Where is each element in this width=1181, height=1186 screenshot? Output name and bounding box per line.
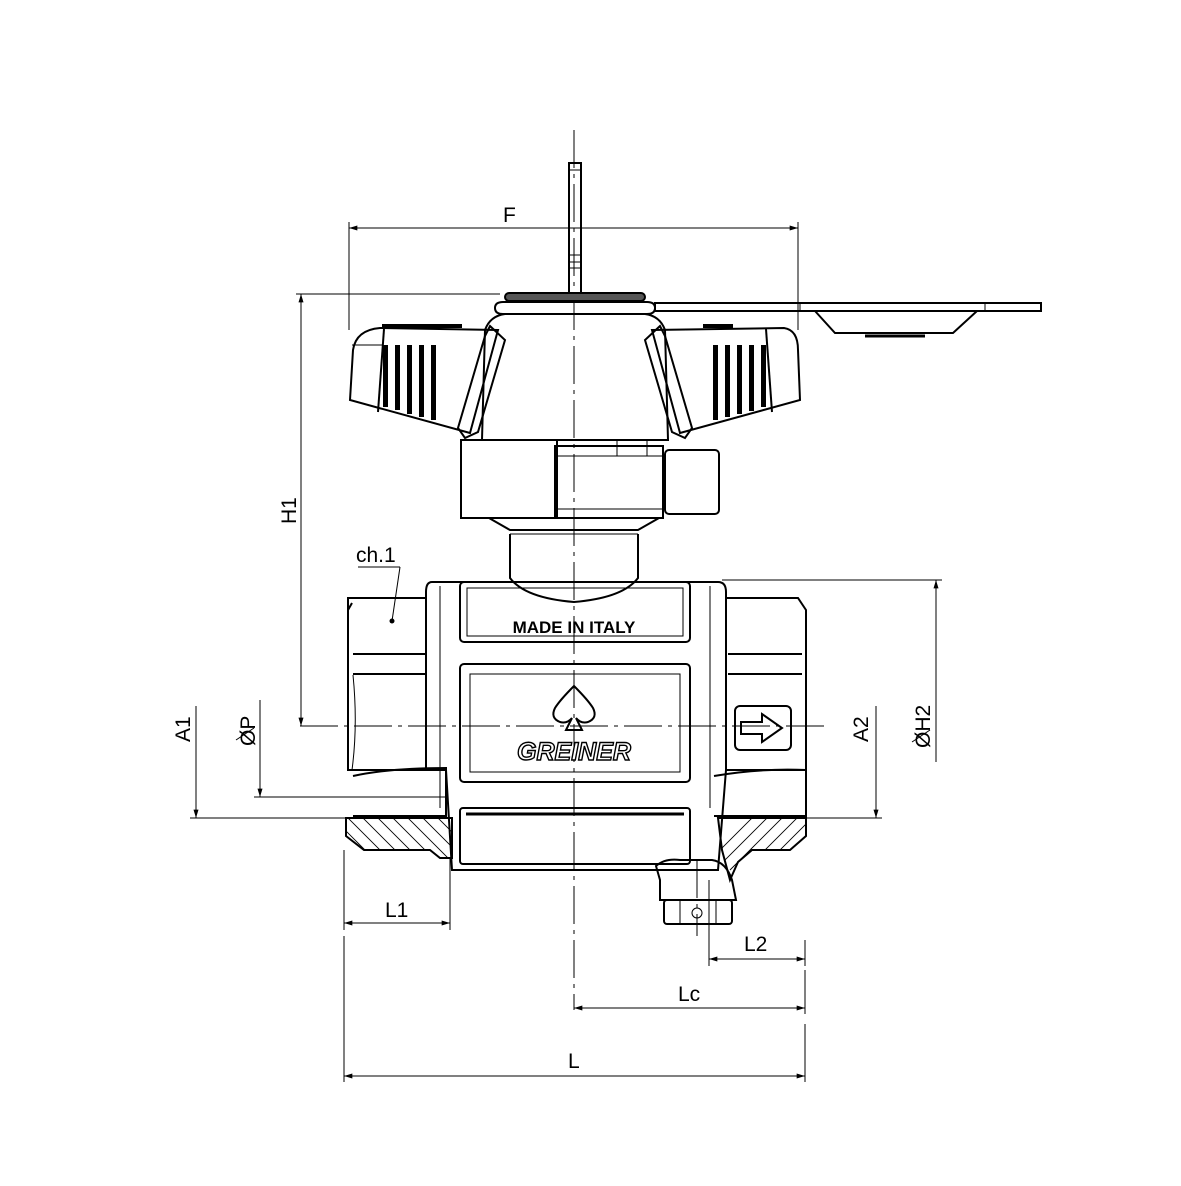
brand-marking: GREINER <box>517 738 631 766</box>
stem-indicator <box>493 162 657 315</box>
dim-label-H1: H1 <box>278 497 301 524</box>
valve-body <box>425 581 727 871</box>
drain-plug <box>654 858 738 925</box>
spade-logo-icon <box>552 684 596 731</box>
dim-label-L1: L1 <box>385 899 408 922</box>
right-end-nut <box>713 597 807 883</box>
dimension-lines <box>190 222 942 1082</box>
left-end-nut <box>345 597 453 859</box>
bonnet <box>460 439 720 604</box>
dim-label-A2: A2 <box>850 716 873 742</box>
dim-label-L: L <box>568 1050 580 1073</box>
dim-label-L2: L2 <box>744 933 767 956</box>
dim-label-H2: ØH2 <box>912 705 935 748</box>
dim-label-P: ØP <box>237 716 260 746</box>
arrow-right-icon <box>734 705 792 751</box>
dim-label-A1: A1 <box>172 716 195 742</box>
center-lines <box>300 130 826 1010</box>
butterfly-handle <box>348 302 1042 441</box>
callout-ch1: ch.1 <box>356 544 396 567</box>
dim-label-F: F <box>503 204 516 227</box>
made-in-italy-marking: MADE IN ITALY <box>513 618 636 637</box>
dim-label-Lc: Lc <box>678 983 700 1006</box>
